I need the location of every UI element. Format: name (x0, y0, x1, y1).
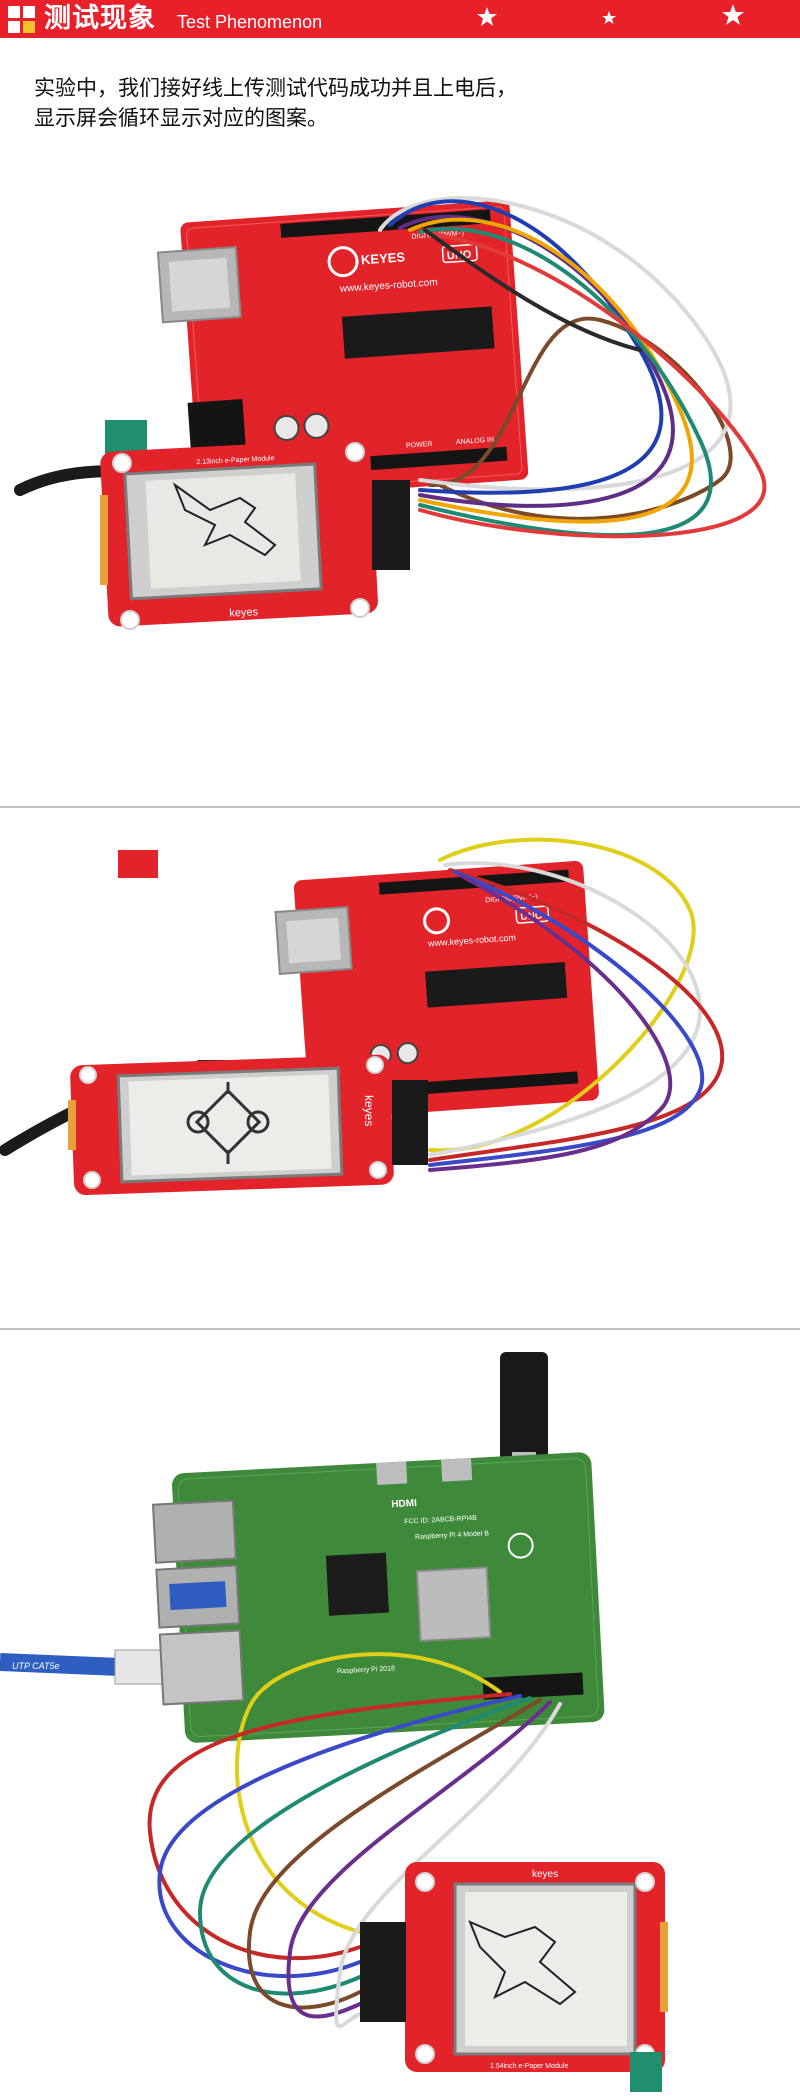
section-title-cn: 测试现象 (44, 3, 156, 34)
section-title-en: Test Phenomenon (177, 12, 323, 32)
raspberry-logo-icon (507, 1532, 534, 1559)
intro-line-1: 实验中，我们接好线上传测试代码成功并且上电后， (34, 76, 517, 100)
windows-squares-logo-icon (8, 6, 35, 33)
jumper-wires-3 (147, 1652, 562, 2028)
photo-arduino-epaper-dove: KEYES www.keyes-robot.com UNO DIGITAL(PW… (14, 196, 767, 630)
photo-arduino-epaper-knot: www.keyes-robot.com UNO DIGITAL(PWM~) ke… (0, 837, 724, 1196)
board-power-label: POWER (406, 441, 433, 450)
raspberry-pi-board: HDMI FCC ID: 2ABCB-RPI4B Raspberry Pi 4 … (151, 1452, 605, 1743)
jumper-wires-2 (428, 837, 724, 1172)
star-icon (477, 7, 497, 26)
intro-text: 实验中，我们接好线上传测试代码成功并且上电后， 显示屏会循环显示对应的图案。 (34, 73, 774, 133)
board-analog-label: ANALOG IN (456, 437, 495, 447)
pi-year-text: Raspberry Pi 2018 (337, 1665, 395, 1675)
star-icon (722, 4, 744, 25)
arduino-board-2: www.keyes-robot.com UNO DIGITAL(PWM~) (274, 861, 599, 1120)
epaper-module-1: keyes 2.13inch e-Paper Module (100, 420, 410, 630)
divider (0, 1328, 800, 1330)
decorative-stars (477, 4, 744, 26)
epaper-title: 2.13inch e-Paper Module (196, 455, 275, 466)
ethernet-cable-text: UTP CAT5e (12, 1661, 60, 1671)
pi-hdmi-label: HDMI (391, 1498, 417, 1510)
pi-fcc-text: FCC ID: 2ABCB-RPI4B (404, 1515, 477, 1526)
divider (0, 806, 800, 808)
section-header: 测试现象 Test Phenomenon (0, 0, 800, 38)
star-icon (602, 11, 616, 24)
epaper-brand: keyes (229, 606, 259, 620)
epaper-module-2: keyes (68, 850, 428, 1196)
pi-model-text: Raspberry Pi 4 Model B (415, 1530, 490, 1541)
intro-line-2: 显示屏会循环显示对应的图案。 (34, 106, 328, 130)
epaper-module-3: keyes 1.54inch e-Paper Module (360, 1862, 668, 2092)
epaper-2-brand: keyes (362, 1095, 376, 1126)
board-brand: KEYES (360, 249, 405, 267)
epaper-3-title: 1.54inch e-Paper Module (490, 2063, 568, 2070)
chinese-knot-image (186, 1082, 270, 1164)
photo-raspberry-pi-epaper-dove: UTP CAT5e HDMI FCC ID: 2ABCB-RPI4B Raspb… (0, 1352, 668, 2092)
epaper-3-brand: keyes (532, 1869, 558, 1880)
jumper-wires (378, 196, 767, 539)
